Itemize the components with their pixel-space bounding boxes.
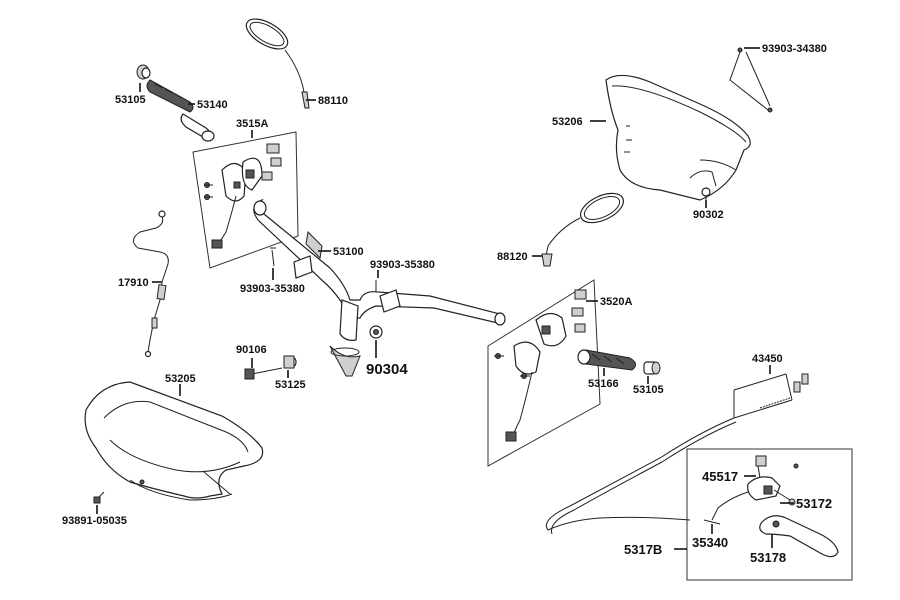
label-93891-05035: 93891-05035 (62, 515, 127, 527)
left-grip-end-cap (136, 64, 151, 80)
label-17910: 17910 (118, 277, 149, 289)
left-switch-housing (204, 143, 282, 249)
label-53205: 53205 (165, 373, 196, 385)
group-box-3515A (192, 131, 299, 269)
right-mirror-88120 (541, 192, 625, 267)
label-90304: 90304 (366, 361, 408, 378)
nut-90304 (369, 325, 383, 339)
label-3515A: 3515A (236, 118, 268, 130)
brake-cable-43450 (545, 373, 809, 535)
label-35340: 35340 (692, 535, 728, 550)
group-box-3520A (487, 279, 601, 467)
screw-93891-05035 (93, 491, 105, 504)
rear-cover-53206 (605, 74, 751, 201)
label-53105-right: 53105 (633, 384, 664, 396)
label-43450: 43450 (752, 353, 783, 365)
bolt-90106 (244, 367, 283, 380)
bolt-93903-35380-left (270, 247, 276, 267)
cap-53125 (283, 355, 297, 369)
brake-master-assembly (703, 455, 799, 525)
left-mirror-88110 (245, 18, 310, 109)
label-53172: 53172 (796, 496, 832, 511)
label-53105-left: 53105 (115, 94, 146, 106)
label-90106: 90106 (236, 344, 267, 356)
front-cover-53205 (84, 381, 264, 501)
label-53206: 53206 (552, 116, 583, 128)
label-45517: 45517 (702, 469, 738, 484)
label-90302: 90302 (693, 209, 724, 221)
label-53178: 53178 (750, 550, 786, 565)
label-53166: 53166 (588, 378, 619, 390)
wire-93903-34380 (729, 47, 773, 113)
label-93903-34380: 93903-34380 (762, 43, 827, 55)
label-53140: 53140 (197, 99, 228, 111)
label-88110: 88110 (318, 95, 348, 107)
label-53125: 53125 (275, 379, 306, 391)
right-switch-housing (494, 289, 587, 442)
right-grip-end-cap (643, 361, 661, 375)
brake-lever-53178 (759, 515, 839, 558)
label-5317B: 5317B (624, 542, 662, 557)
label-93903-35380-left: 93903-35380 (240, 283, 305, 295)
label-88120: 88120 (497, 251, 528, 263)
label-93903-35380-center: 93903-35380 (370, 259, 435, 271)
group-box-5317B (686, 448, 853, 581)
throttle-cable-17910 (133, 210, 169, 358)
right-grip-53166 (577, 349, 636, 371)
left-grip-53140 (146, 79, 215, 142)
label-53100: 53100 (333, 246, 364, 258)
label-3520A: 3520A (600, 296, 632, 308)
